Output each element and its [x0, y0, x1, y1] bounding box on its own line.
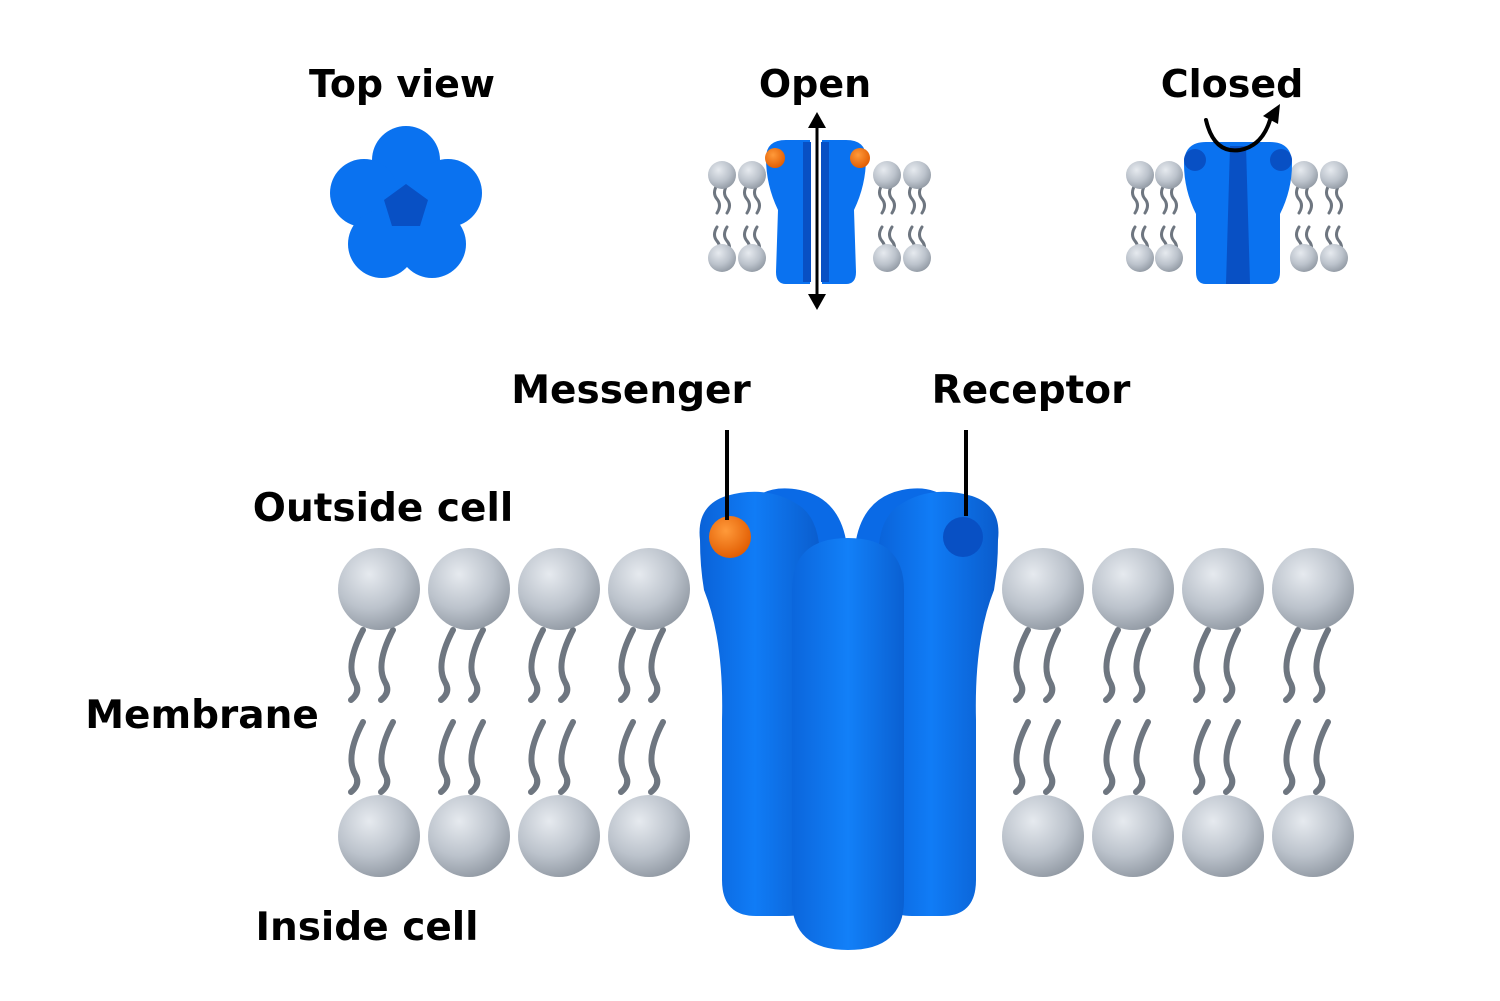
- open-state-group: Open: [708, 62, 931, 310]
- open-lipid-heads-right: [873, 161, 931, 272]
- membrane-label: Membrane: [85, 693, 319, 738]
- messenger-label: Messenger: [511, 368, 751, 413]
- channel-subunit-center: [792, 538, 904, 950]
- receptor-site: [943, 517, 983, 557]
- receptor-label: Receptor: [932, 368, 1131, 413]
- messenger-molecule: [709, 516, 751, 558]
- closed-label: Closed: [1161, 62, 1304, 106]
- ion-channel: [699, 488, 999, 950]
- closed-lipid-heads-left: [1126, 161, 1183, 272]
- channel-subunit-right: [876, 491, 999, 916]
- open-channel: [765, 140, 870, 284]
- closed-rotation-arrow: [1204, 104, 1280, 153]
- membrane-heads-left: [338, 548, 690, 877]
- top-view-group: Top view: [309, 62, 495, 278]
- top-view-label: Top view: [309, 62, 495, 106]
- top-view-pentamer: [330, 126, 482, 278]
- inside-cell-label: Inside cell: [255, 905, 478, 950]
- membrane-heads-right: [1002, 548, 1354, 877]
- open-flow-arrow: [808, 112, 826, 310]
- closed-lipid-heads-right: [1290, 161, 1348, 272]
- channel-subunit-left: [699, 491, 822, 916]
- outside-cell-label: Outside cell: [253, 486, 513, 531]
- open-messenger-dot-right: [850, 148, 870, 168]
- open-label: Open: [759, 62, 871, 106]
- open-lipid-heads-left: [708, 161, 766, 272]
- closed-state-group: Closed: [1126, 62, 1348, 284]
- closed-channel: [1184, 142, 1292, 284]
- membrane-tails-left: [348, 627, 666, 795]
- open-messenger-dot-left: [765, 148, 785, 168]
- membrane-tails-right: [1013, 627, 1331, 795]
